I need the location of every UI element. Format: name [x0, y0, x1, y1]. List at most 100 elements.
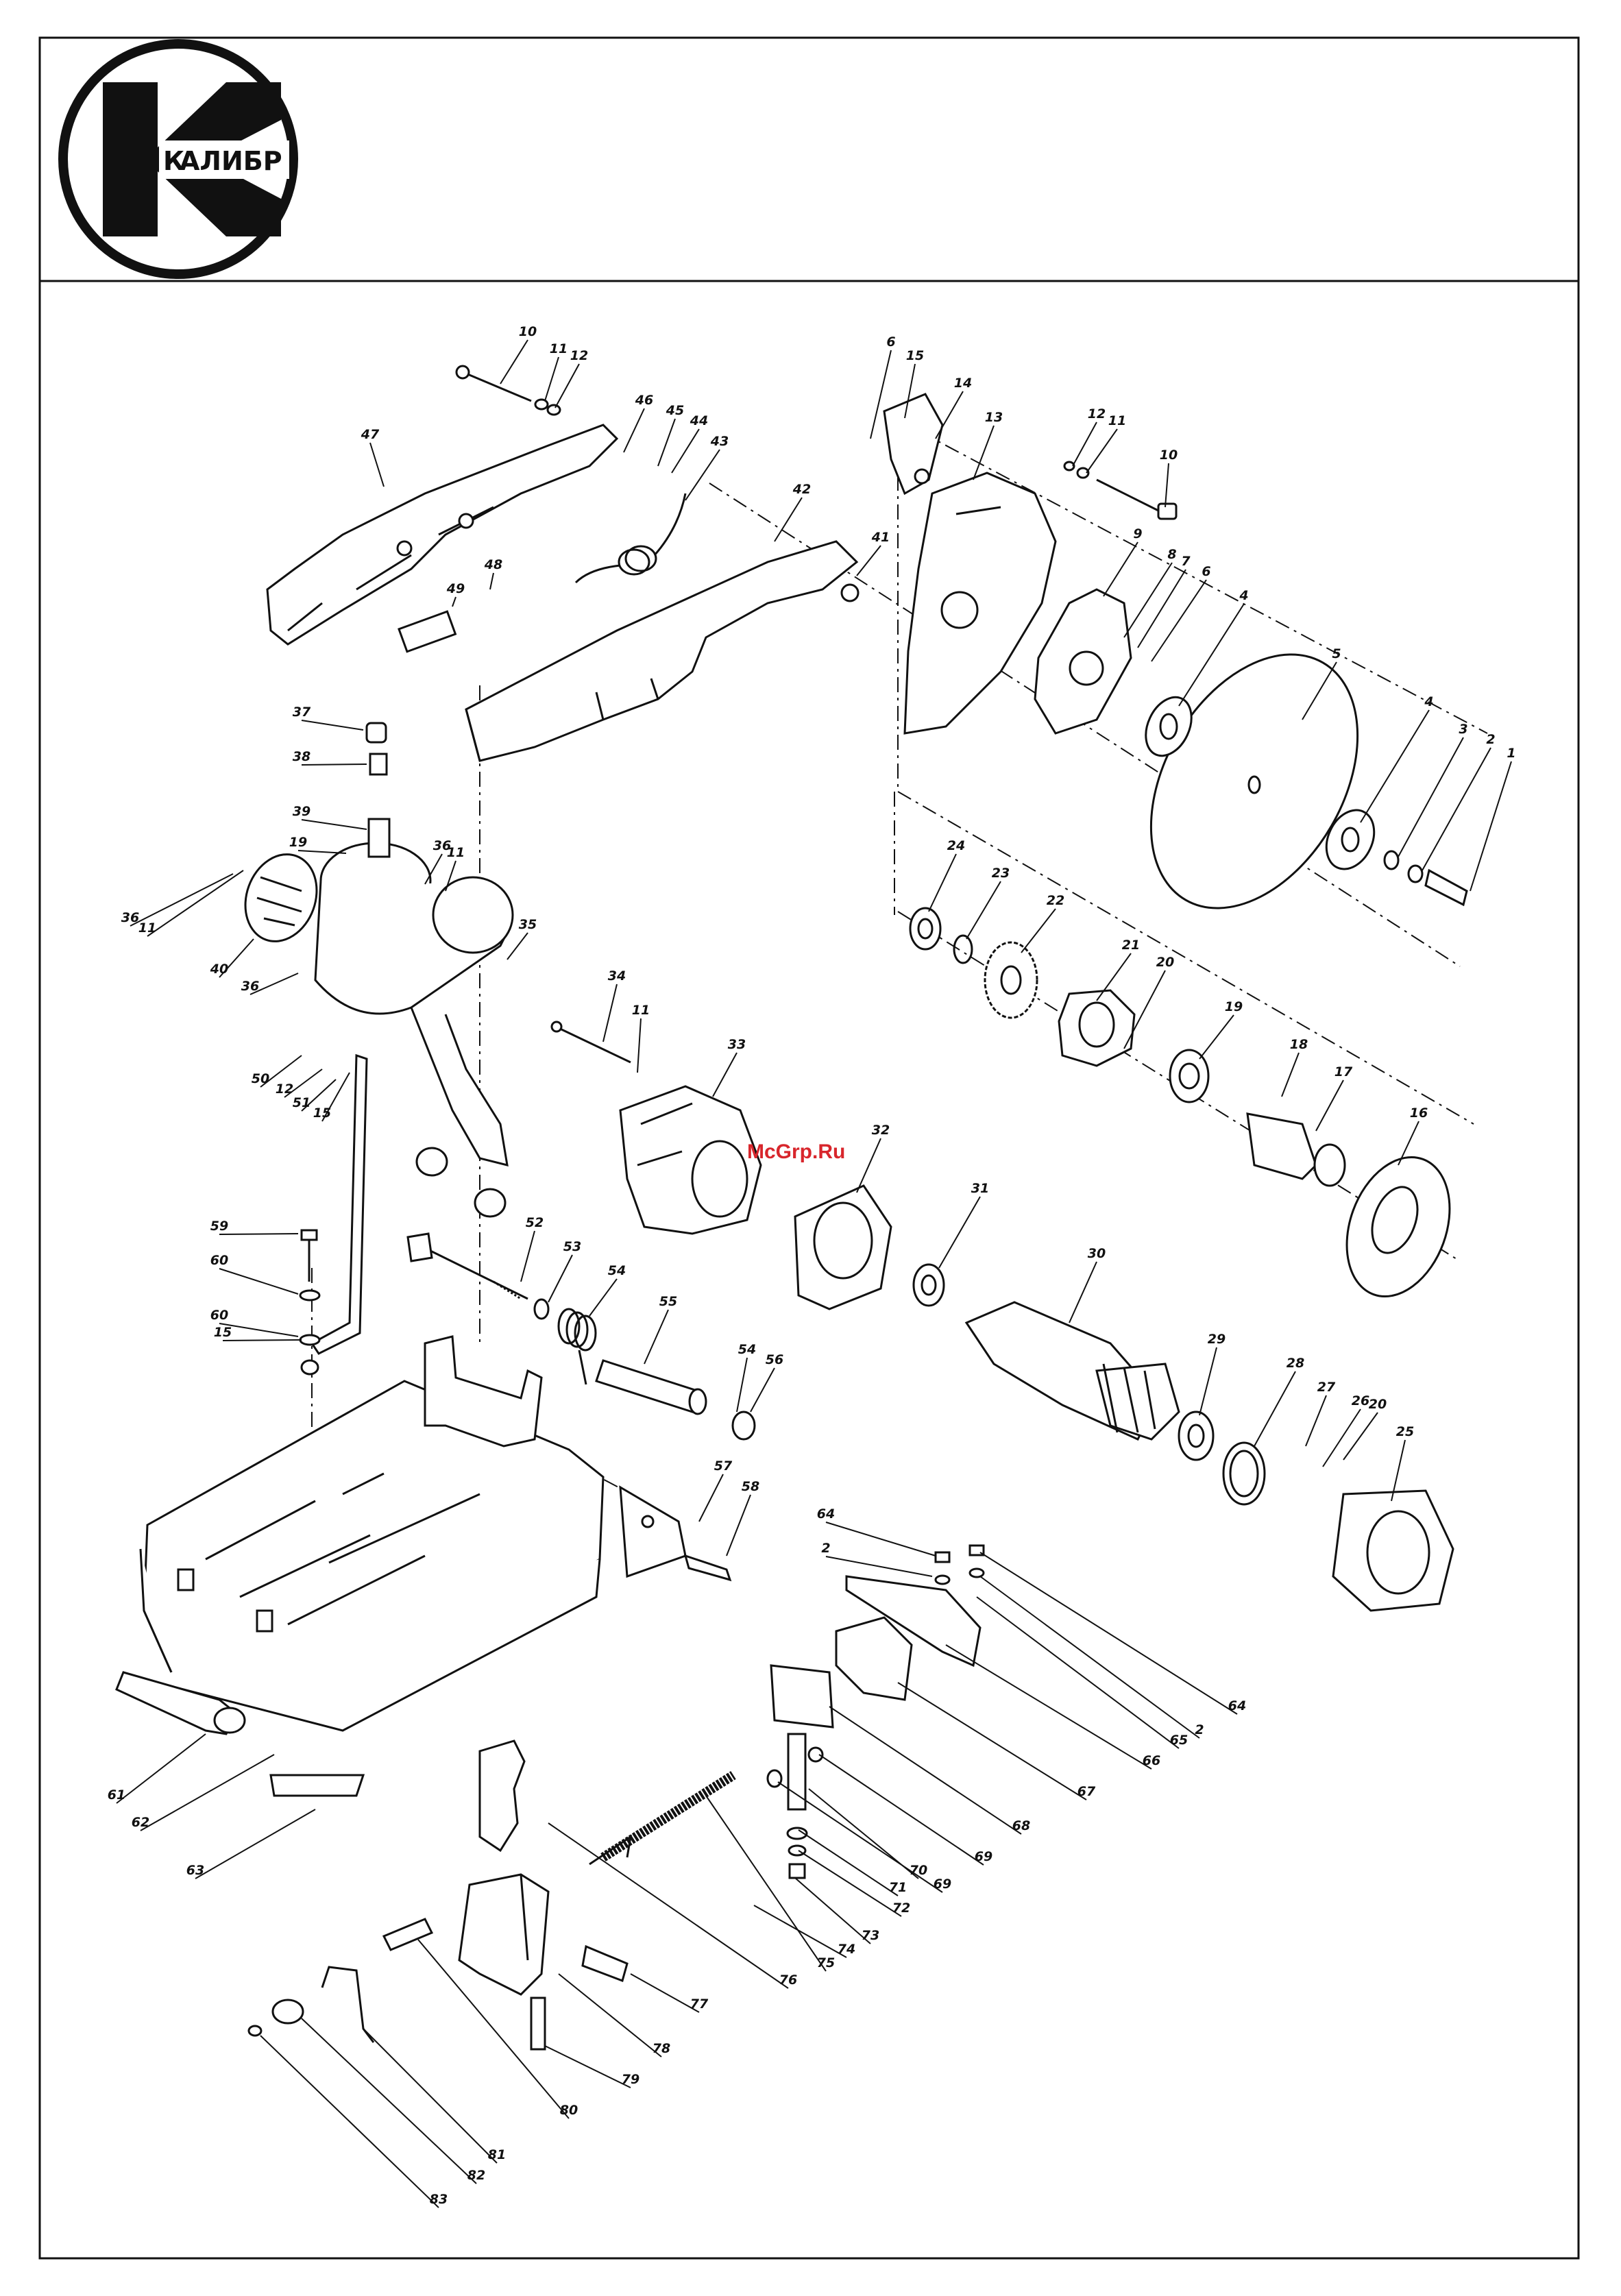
vise-jaw-67: [835, 1616, 913, 1701]
leader-line-p32: [856, 1138, 881, 1193]
leader-line-p37: [301, 720, 364, 731]
part-number-label: 32: [872, 1123, 890, 1138]
spring-54: [557, 1308, 597, 1385]
leader-line-p58: [726, 1494, 751, 1556]
bolt-10-upper: [455, 365, 561, 416]
part-number-label: 37: [293, 705, 311, 720]
leader-line-p67: [897, 1682, 1087, 1800]
part-number-label: 11: [632, 1003, 650, 1018]
leader-line-p57: [698, 1474, 724, 1522]
part-number-label: 31: [971, 1181, 989, 1196]
part-number-label: 12: [1088, 406, 1106, 422]
guard-flange-9: [1034, 588, 1132, 735]
leader-line-p44: [671, 428, 700, 474]
leader-line-p13: [973, 425, 995, 480]
leader-line-p62: [140, 1754, 275, 1831]
part-number-label: 54: [608, 1263, 626, 1278]
leader-line-p43: [685, 449, 720, 501]
bolt-34: [550, 1021, 631, 1064]
leader-line-p70: [808, 1788, 919, 1879]
leader-line-p48: [489, 572, 494, 590]
leader-line-p74: [753, 1905, 847, 1958]
leader-line-p82: [301, 2018, 477, 2184]
part-number-label: 79: [622, 2072, 639, 2087]
wrench-61: [115, 1671, 246, 1735]
leader-line-p27: [1305, 1395, 1327, 1447]
leader-line-p20b: [1343, 1412, 1378, 1461]
part-number-label: 51: [293, 1095, 310, 1110]
bolt-59: [299, 1229, 321, 1376]
part-number-label: 2: [1195, 1722, 1204, 1737]
leader-line-p64a: [825, 1522, 936, 1556]
leader-line-p49: [452, 596, 456, 607]
leader-line-p51: [301, 1079, 337, 1112]
bearing-24: [909, 907, 942, 951]
armature-30: [964, 1301, 1180, 1441]
motor-end-cap-25: [1332, 1489, 1454, 1612]
clamp-base-77: [458, 1873, 550, 1996]
part-number-label: 13: [985, 410, 1003, 425]
bracket-57: [619, 1485, 687, 1578]
part-number-label: 75: [817, 1955, 835, 1970]
part-number-label: 41: [871, 530, 890, 545]
part-callouts: 1234456678910101111111111121212131415151…: [108, 324, 1516, 2208]
ring-28: [1222, 1441, 1266, 1506]
rod-51: [310, 1053, 368, 1355]
leader-line-p77: [630, 1973, 700, 2013]
part-number-label: 23: [992, 866, 1010, 881]
part-number-label: 10: [1160, 448, 1178, 463]
part-number-label: 11: [550, 341, 568, 356]
leader-line-p54a: [589, 1278, 618, 1317]
part-number-label: 38: [293, 749, 310, 764]
part-number-label: 66: [1143, 1753, 1160, 1768]
brand-logo: АЛИБР К: [58, 39, 298, 279]
leader-line-p12b: [1072, 422, 1097, 467]
leader-line-p69a: [818, 1754, 984, 1866]
leader-line-p60b: [219, 1323, 299, 1337]
part-number-label: 70: [910, 1863, 927, 1878]
part-number-label: 19: [289, 835, 307, 850]
part-number-label: 59: [210, 1219, 228, 1234]
part-number-label: 64: [1228, 1698, 1246, 1713]
part-number-label: 53: [563, 1239, 581, 1254]
leader-line-p23: [966, 881, 1001, 940]
part-number-label: 45: [666, 403, 684, 418]
leader-line-p36c: [249, 973, 299, 995]
part-number-label: 58: [742, 1479, 759, 1494]
knob-82: [271, 1999, 304, 2025]
part-number-label: 12: [570, 348, 588, 363]
bearing-31: [912, 1263, 945, 1307]
part-number-label: 42: [792, 482, 811, 497]
leader-line-p15b: [321, 1072, 350, 1122]
part-number-label: 80: [560, 2103, 578, 2118]
leader-line-p28: [1254, 1371, 1296, 1447]
part-number-label: 4: [1239, 588, 1248, 603]
part-number-label: 50: [252, 1071, 269, 1086]
leader-line-p33: [712, 1052, 738, 1097]
leader-line-p73: [794, 1877, 871, 1944]
part-number-label: 2: [821, 1541, 830, 1556]
vise-screw-69-75: [766, 1733, 824, 1879]
part-number-label: 69: [934, 1877, 951, 1892]
part-number-label: 25: [1396, 1424, 1414, 1439]
stator-33: [619, 1085, 762, 1235]
leader-line-p11e: [637, 1018, 642, 1073]
flange-4-outer: [1325, 809, 1376, 870]
part-number-label: 14: [954, 376, 972, 391]
leader-line-p47: [369, 442, 385, 487]
leader-line-p11c: [147, 870, 244, 937]
part-number-label: 19: [1225, 999, 1243, 1014]
leader-line-p52: [520, 1230, 535, 1282]
vise-plate-66: [845, 1575, 982, 1668]
leader-line-p36a: [424, 853, 443, 885]
leader-line-p19a: [1199, 1014, 1234, 1060]
leader-line-p69b: [777, 1781, 943, 1893]
leader-line-p39: [301, 819, 367, 830]
leader-line-p2b: [825, 1556, 933, 1577]
leader-line-p5: [1302, 661, 1337, 720]
leader-line-p4b: [1360, 709, 1430, 823]
leader-line-p72: [798, 1850, 902, 1917]
bolt-79: [530, 1996, 546, 2051]
gear-housing-21: [1058, 989, 1136, 1067]
